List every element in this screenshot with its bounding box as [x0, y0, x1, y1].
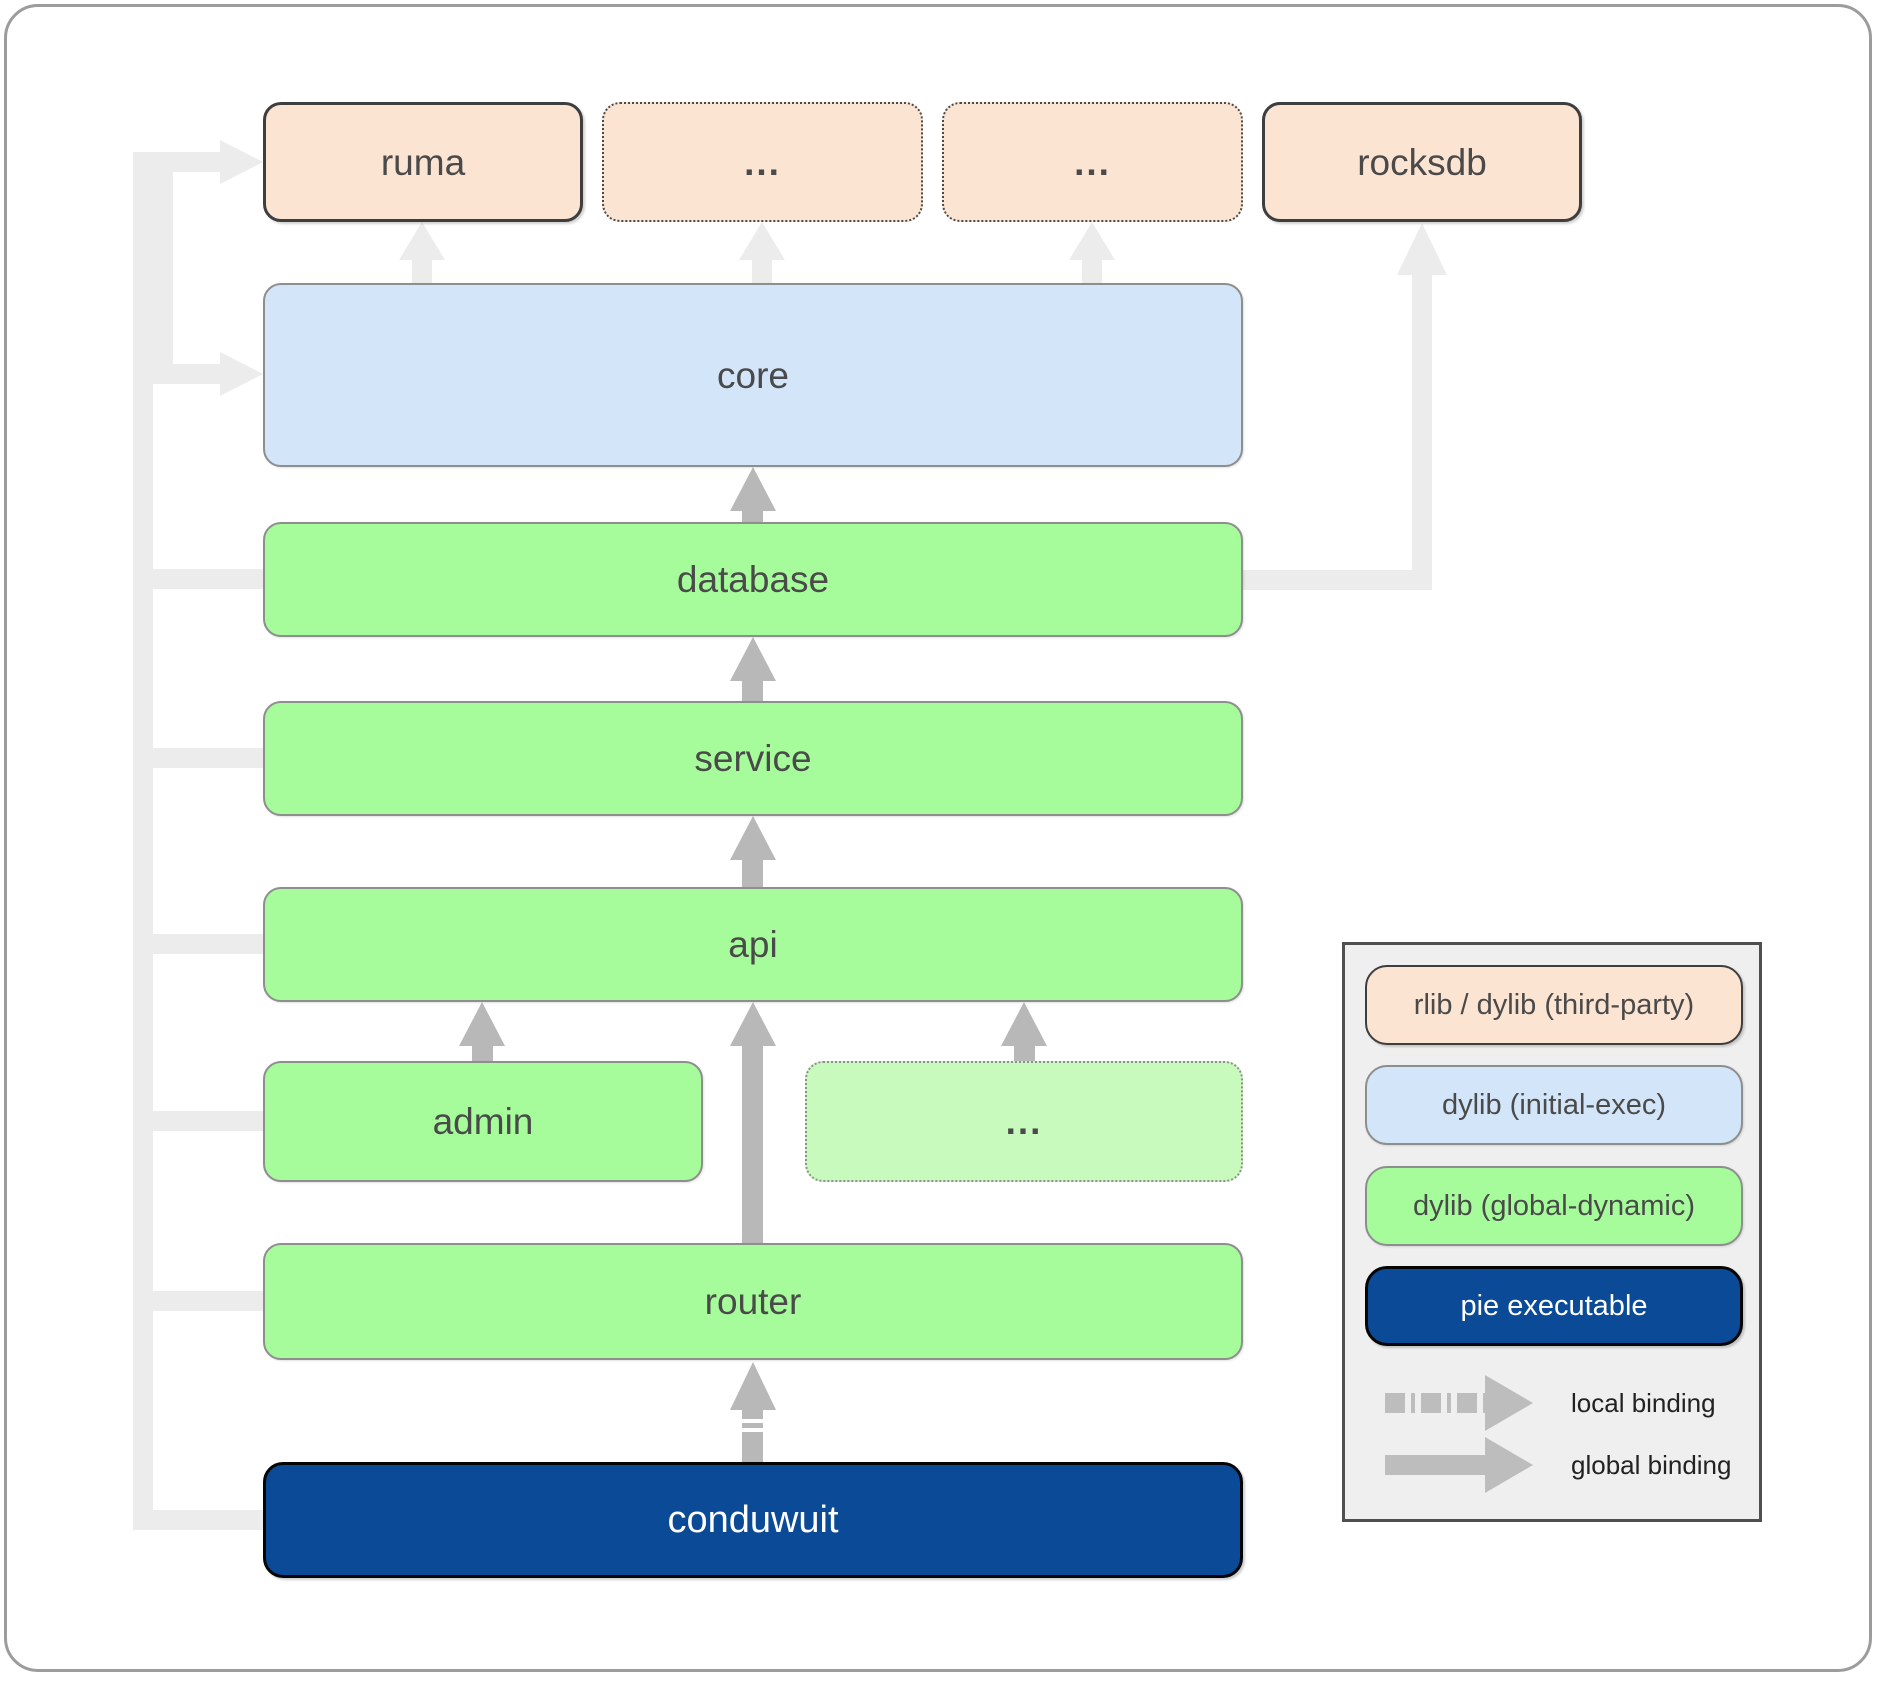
legend: rlib / dylib (third-party) dylib (initia… [1342, 942, 1762, 1522]
global-tee-database [153, 569, 263, 589]
arrow-admin-api-shaft [472, 1046, 493, 1061]
arrow-core-ruma-shaft [412, 260, 432, 283]
global-tee-service [153, 748, 263, 768]
arrowhead-router-api-icon [730, 1002, 776, 1046]
node-workspace-other: ... [805, 1061, 1243, 1182]
local-binding-arrow-icon [1385, 1375, 1533, 1431]
node-service-label: service [694, 738, 812, 779]
arrow-other-api-shaft [1014, 1046, 1035, 1061]
arrow-database-core-shaft [742, 511, 763, 522]
path-database-rocksdb-horizontal [1243, 570, 1413, 590]
node-core: core [263, 283, 1243, 467]
global-binding-label: global binding [1571, 1449, 1732, 1480]
node-third-party-a-label: ... [744, 141, 781, 183]
arrowhead-core-ruma-icon [399, 222, 445, 260]
node-ruma-label: ruma [380, 141, 466, 183]
arrow-router-api-shaft [742, 1046, 763, 1243]
arrowhead-into-ruma-icon [220, 140, 263, 184]
global-trunk-vertical [133, 152, 153, 1530]
arrowhead-conduwuit-router-icon [730, 1362, 776, 1410]
node-third-party-b: ... [942, 102, 1243, 222]
global-branch-core-vertical [153, 172, 173, 384]
arrowhead-into-rocksdb-icon [1397, 223, 1447, 275]
global-binding-arrow-icon [1385, 1437, 1533, 1493]
node-router-label: router [704, 1281, 802, 1322]
global-branch-to-core [153, 364, 220, 384]
legend-local-binding-row: local binding [1385, 1375, 1716, 1431]
node-core-label: core [717, 354, 789, 396]
arrow-conduwuit-router-shaft-local [742, 1410, 763, 1462]
arrowhead-service-database-icon [730, 637, 776, 681]
node-rocksdb-label: rocksdb [1357, 141, 1487, 183]
arrow-core-thirdparty-b-shaft [1082, 260, 1102, 283]
arrowhead-database-core-icon [730, 467, 776, 511]
arrowhead-core-thirdparty-b-icon [1069, 222, 1115, 260]
legend-item-third-party: rlib / dylib (third-party) [1365, 965, 1743, 1045]
global-tee-router [153, 1291, 263, 1311]
arrow-core-thirdparty-a-shaft [752, 260, 772, 283]
arrow-api-service-shaft [742, 860, 763, 887]
node-third-party-b-label: ... [1074, 141, 1111, 183]
global-trunk-from-conduwuit [133, 1510, 263, 1530]
legend-item-global-dynamic: dylib (global-dynamic) [1365, 1166, 1743, 1246]
node-rocksdb: rocksdb [1262, 102, 1582, 222]
arrowhead-other-api-icon [1001, 1002, 1047, 1046]
arrowhead-api-service-icon [730, 816, 776, 860]
diagram-frame [4, 4, 1872, 1672]
node-conduwuit: conduwuit [263, 1462, 1243, 1578]
arrow-service-database-shaft [742, 681, 763, 701]
arrowhead-admin-api-icon [459, 1002, 505, 1046]
node-third-party-a: ... [602, 102, 923, 222]
arrowhead-into-core-icon [220, 352, 263, 396]
legend-item-third-party-label: rlib / dylib (third-party) [1413, 988, 1695, 1021]
node-router: router [263, 1243, 1243, 1360]
node-admin: admin [263, 1061, 703, 1182]
node-workspace-other-label: ... [1005, 1101, 1043, 1142]
node-ruma: ruma [263, 102, 583, 222]
legend-item-pie-executable: pie executable [1365, 1266, 1743, 1346]
path-database-rocksdb-vertical [1412, 275, 1432, 590]
legend-item-initial-exec-label: dylib (initial-exec) [1441, 1088, 1666, 1121]
legend-item-global-dynamic-label: dylib (global-dynamic) [1412, 1189, 1696, 1222]
node-api-label: api [728, 924, 778, 965]
local-binding-label: local binding [1571, 1387, 1716, 1418]
global-branch-to-ruma [133, 152, 220, 172]
global-tee-admin [153, 1111, 263, 1131]
node-conduwuit-label: conduwuit [667, 1499, 839, 1541]
legend-item-pie-executable-label: pie executable [1460, 1289, 1648, 1322]
node-database: database [263, 522, 1243, 637]
node-service: service [263, 701, 1243, 816]
legend-global-binding-row: global binding [1385, 1437, 1731, 1493]
node-admin-label: admin [432, 1101, 534, 1142]
arrowhead-core-thirdparty-a-icon [739, 222, 785, 260]
global-tee-api [153, 934, 263, 954]
legend-item-initial-exec: dylib (initial-exec) [1365, 1065, 1743, 1145]
node-api: api [263, 887, 1243, 1002]
node-database-label: database [676, 559, 830, 600]
